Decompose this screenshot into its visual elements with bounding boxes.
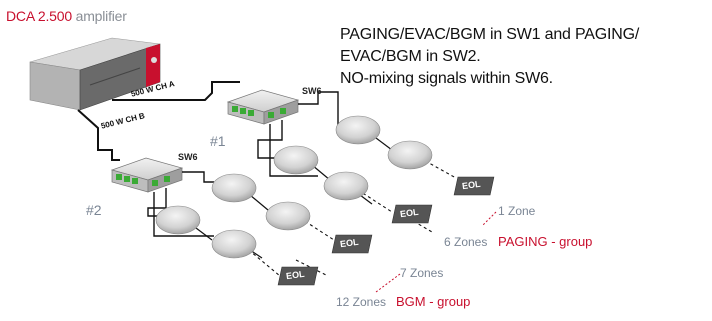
group-bgm: BGM - group	[396, 294, 471, 309]
zone-bgm-last: 12 Zones	[336, 295, 387, 309]
note-line-1: PAGING/EVAC/BGM in SW1 and PAGING/	[340, 26, 640, 43]
amplifier-suffix: amplifier	[75, 8, 127, 24]
amplifier-unit	[29, 37, 161, 111]
zone-paging-last: 6 Zones	[444, 235, 488, 249]
amplifier-title: DCA 2.500 amplifier	[6, 8, 127, 24]
amplifier-model: DCA 2.500	[6, 8, 72, 24]
switch-2-label: SW6	[178, 152, 198, 162]
ceiling-speakers	[155, 115, 433, 259]
switch-1-number: #1	[210, 133, 226, 149]
eol-terminators	[277, 176, 495, 286]
switch-2-number: #2	[86, 202, 102, 218]
group-paging: PAGING - group	[498, 234, 593, 249]
switch-module-2	[110, 157, 184, 193]
note-line-2: EVAC/BGM in SW2.	[340, 48, 481, 65]
note-line-3: NO-mixing signals within SW6.	[340, 70, 553, 87]
zone-bgm-first: 7 Zones	[400, 266, 444, 280]
switch-module-1	[226, 89, 300, 125]
switch-1-label: SW6	[302, 86, 322, 96]
zone-paging-first: 1 Zone	[498, 204, 536, 218]
wiring-note: PAGING/EVAC/BGM in SW1 and PAGING/ EVAC/…	[340, 24, 639, 90]
